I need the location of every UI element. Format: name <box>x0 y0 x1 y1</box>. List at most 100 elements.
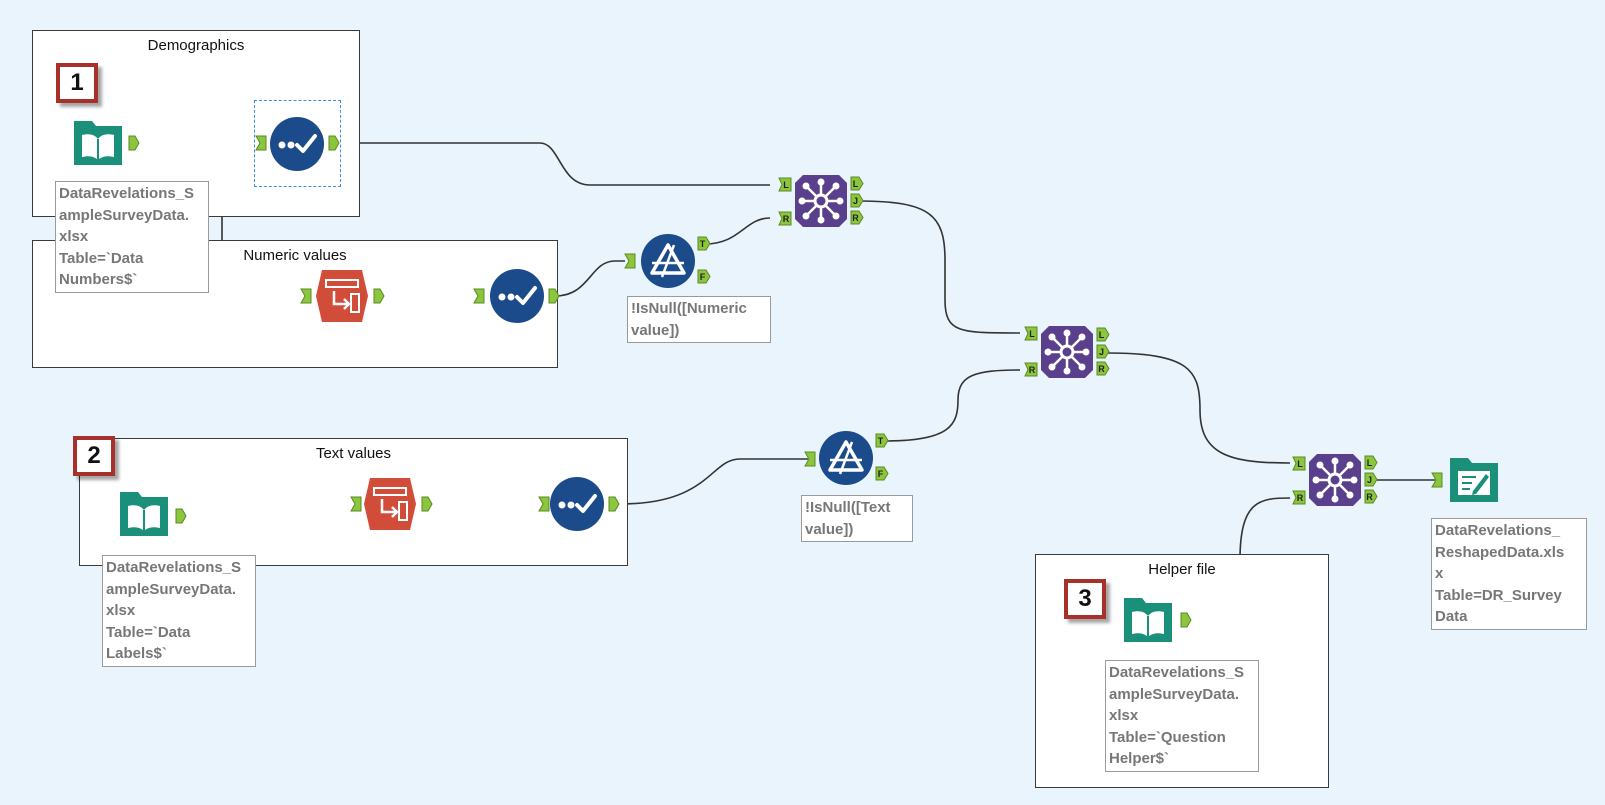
annotation-line: !IsNull([Text <box>805 499 891 516</box>
transpose-icon <box>316 270 368 322</box>
output-data-tool[interactable] <box>1446 454 1502 506</box>
output-anchor[interactable] <box>328 135 340 156</box>
annotation-line: Table=`Question <box>1109 728 1226 746</box>
anchor-arrow-icon <box>328 135 340 151</box>
svg-text:F: F <box>700 272 706 282</box>
svg-text:L: L <box>1297 459 1303 469</box>
anchor-arrow-icon: J <box>1364 472 1378 487</box>
true-anchor[interactable]: T <box>875 433 889 453</box>
filter-tool[interactable] <box>818 430 874 486</box>
join-output-anchor[interactable]: J <box>1364 472 1378 492</box>
false-anchor[interactable]: F <box>875 466 889 486</box>
left-input-anchor[interactable]: L <box>1292 456 1306 476</box>
input-annotation: DataRevelations_S ampleSurveyData. xlsx … <box>102 555 256 667</box>
anchor-arrow-icon: R <box>1364 489 1378 504</box>
wire-select1-to-join1-left <box>338 142 770 186</box>
wire-join2-to-join3-left <box>1106 352 1291 464</box>
join-tool[interactable] <box>793 173 849 229</box>
left-input-anchor[interactable]: L <box>778 177 792 197</box>
annotation-line: value]) <box>631 321 680 339</box>
annotation-line: ampleSurveyData. <box>106 580 237 598</box>
annotation-line: DataRevelations_S <box>59 185 195 202</box>
filter-icon <box>641 234 695 288</box>
annotation-line: Table=`Data <box>59 249 144 267</box>
true-anchor[interactable]: T <box>697 236 711 256</box>
annotation-line: Helper$` <box>1109 750 1170 767</box>
join-icon <box>795 175 847 227</box>
svg-text:F: F <box>878 469 884 479</box>
anchor-arrow-icon <box>804 451 816 467</box>
right-output-anchor[interactable]: R <box>1364 489 1378 509</box>
input-anchor[interactable] <box>255 135 267 156</box>
transpose-tool[interactable] <box>314 268 370 324</box>
filter-tool[interactable] <box>640 233 696 289</box>
svg-text:R: R <box>852 213 859 223</box>
annotation-line: ampleSurveyData. <box>1109 685 1240 703</box>
input-anchor[interactable] <box>538 496 550 517</box>
input-data-tool[interactable] <box>70 117 126 169</box>
input-anchor[interactable] <box>1431 472 1443 493</box>
select-tool[interactable] <box>489 268 545 324</box>
annotation-line: Data <box>1435 608 1468 625</box>
join-tool[interactable] <box>1039 324 1095 380</box>
svg-text:R: R <box>1098 364 1105 374</box>
input-anchor[interactable] <box>300 288 312 309</box>
output-anchor[interactable] <box>421 496 433 517</box>
transpose-tool[interactable] <box>362 476 418 532</box>
svg-text:L: L <box>783 180 789 190</box>
join-output-anchor[interactable]: J <box>850 193 864 213</box>
anchor-arrow-icon: T <box>875 433 889 448</box>
input-data-tool[interactable] <box>116 488 172 540</box>
input-annotation: DataRevelations_S ampleSurveyData. xlsx … <box>1105 660 1259 772</box>
input-anchor[interactable] <box>624 253 636 274</box>
anchor-arrow-icon: L <box>1292 456 1306 471</box>
right-output-anchor[interactable]: R <box>850 210 864 230</box>
output-anchor[interactable] <box>1180 612 1192 633</box>
wire-join1-to-join2-left <box>858 200 1021 334</box>
right-input-anchor[interactable]: R <box>778 211 792 231</box>
anchor-arrow-icon <box>128 135 140 151</box>
select-tool[interactable] <box>549 476 605 532</box>
wire-select3-to-filter2 <box>619 458 808 505</box>
output-anchor[interactable] <box>128 135 140 156</box>
svg-text:J: J <box>853 196 858 206</box>
select-tool[interactable] <box>269 116 325 172</box>
document-pen-icon <box>1450 458 1498 502</box>
output-anchor[interactable] <box>548 288 560 309</box>
output-anchor[interactable] <box>608 496 620 517</box>
left-input-anchor[interactable]: L <box>1024 326 1038 346</box>
output-anchor[interactable] <box>175 508 187 529</box>
anchor-arrow-icon: L <box>1024 326 1038 341</box>
svg-text:L: L <box>1367 458 1373 468</box>
right-input-anchor[interactable]: R <box>1024 362 1038 382</box>
annotation-line: ReshapedData.xls <box>1435 543 1565 561</box>
anchor-arrow-icon <box>1431 472 1443 488</box>
input-anchor[interactable] <box>473 288 485 309</box>
join-output-anchor[interactable]: J <box>1096 344 1110 364</box>
input-anchor[interactable] <box>350 496 362 517</box>
input-data-tool[interactable] <box>1120 594 1176 646</box>
annotation-line: Labels$` <box>106 645 167 662</box>
annotation-line: DataRevelations_S <box>106 559 242 576</box>
checkmark-icon <box>270 117 324 171</box>
anchor-arrow-icon: L <box>1096 327 1110 342</box>
annotation-line: DataRevelations_ <box>1435 522 1561 539</box>
anchor-arrow-icon <box>421 496 433 512</box>
left-output-anchor[interactable]: L <box>850 176 864 196</box>
false-anchor[interactable]: F <box>697 269 711 289</box>
svg-text:L: L <box>1029 329 1035 339</box>
left-output-anchor[interactable]: L <box>1364 455 1378 475</box>
right-input-anchor[interactable]: R <box>1292 490 1306 510</box>
right-output-anchor[interactable]: R <box>1096 361 1110 381</box>
anchor-arrow-icon: R <box>1096 361 1110 376</box>
anchor-arrow-icon <box>350 496 362 512</box>
input-anchor[interactable] <box>804 451 816 472</box>
anchor-arrow-icon <box>300 288 312 304</box>
step-badge-2: 2 <box>73 436 115 476</box>
selection-box <box>254 100 341 187</box>
output-anchor[interactable] <box>373 288 385 309</box>
checkmark-icon <box>550 477 604 531</box>
join-tool[interactable] <box>1307 452 1363 508</box>
left-output-anchor[interactable]: L <box>1096 327 1110 347</box>
annotation-line: Table=`Data <box>106 623 191 641</box>
